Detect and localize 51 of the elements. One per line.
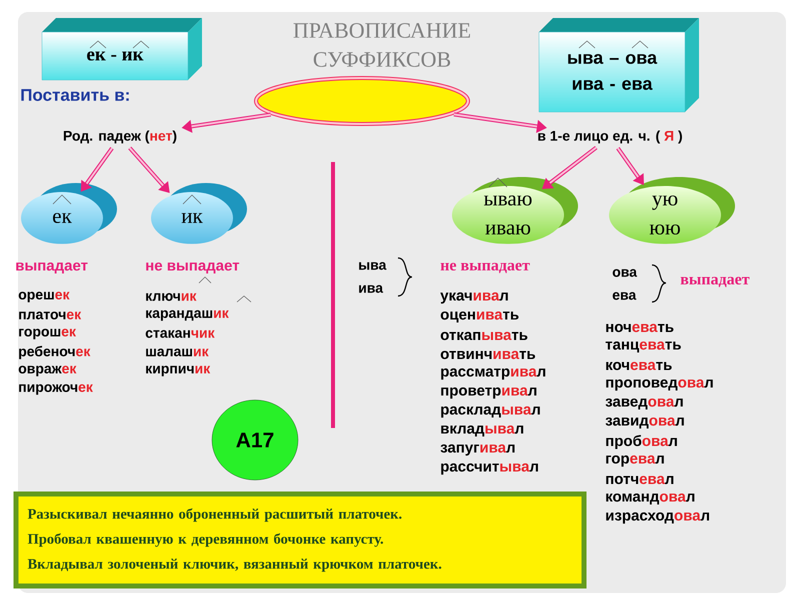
example-word: орешек — [18, 292, 70, 302]
example-word: овражек — [18, 366, 76, 376]
sentence-panel: Разыскивал нечаянно оброненный расшитый платочек. Пробовал квашенную к деревянном бочонке капусту. Вкладывал золоченый ключик, вязанный крючком платочек. — [14, 492, 586, 588]
example-word: пробовал — [606, 434, 677, 450]
example-word: ребеночек — [19, 346, 90, 360]
example-word: потчевал — [606, 476, 674, 484]
example-word: оценивать — [440, 311, 519, 323]
oval-shape — [254, 76, 470, 126]
case-label: в 1-е лицо ед. ч. ( Я ) — [538, 130, 682, 144]
example-word: кочевать — [606, 362, 672, 370]
suffix-box: ыва – ова ива - ева — [538, 18, 699, 112]
example-word: укачивал — [440, 292, 508, 304]
example-word: завидовал — [606, 417, 684, 429]
example-word: платочек — [19, 312, 82, 320]
arrow — [128, 146, 170, 193]
example-word: стаканчик — [146, 330, 215, 338]
example-word: вкладывал — [441, 425, 524, 437]
example-word: проветривал — [441, 387, 536, 399]
arrow — [454, 112, 547, 133]
example-word: командовал — [606, 493, 694, 505]
example-word: отвинчивать — [440, 350, 536, 360]
title: ПРАВОПИСАНИЕ СУФФИКСОВ — [294, 23, 470, 67]
example-word: танцевать — [606, 341, 681, 353]
example-word: карандашик — [146, 310, 229, 321]
example-word: ева — [612, 292, 636, 300]
case-label: Род. падеж (нет) — [64, 130, 176, 144]
example-word: проповедовал — [606, 379, 713, 391]
example-word: рассчитывал — [441, 463, 538, 475]
example-word: кирпичик — [146, 366, 210, 376]
rule-heading: не выпадает — [440, 262, 530, 274]
rule-heading: выпадает — [680, 276, 750, 288]
example-word: запугивал — [440, 444, 515, 456]
example-word: шалашик — [146, 348, 209, 356]
example-word: горевал — [606, 455, 664, 467]
example-word: ыва — [359, 262, 386, 270]
example-word: пирожочек — [19, 384, 93, 395]
suffix-box: ек - ик — [42, 18, 202, 80]
example-word: откапывать — [440, 332, 528, 340]
suffix-oval: ик — [151, 183, 247, 244]
example-word: ключик — [146, 293, 196, 301]
example-word: раскладывал — [441, 406, 540, 418]
example-word: рассматривал — [441, 368, 546, 380]
example-word: заведовал — [606, 398, 683, 410]
suffix-oval: ек — [21, 183, 117, 244]
example-word: ночевать — [606, 324, 674, 332]
example-word: израсходовал — [606, 512, 709, 524]
example-word: ива — [359, 285, 384, 293]
rule-heading: выпадает — [16, 262, 88, 274]
rule-heading: не выпадает — [146, 262, 240, 274]
example-word: горошек — [19, 328, 76, 340]
example-word: ова — [612, 269, 638, 277]
